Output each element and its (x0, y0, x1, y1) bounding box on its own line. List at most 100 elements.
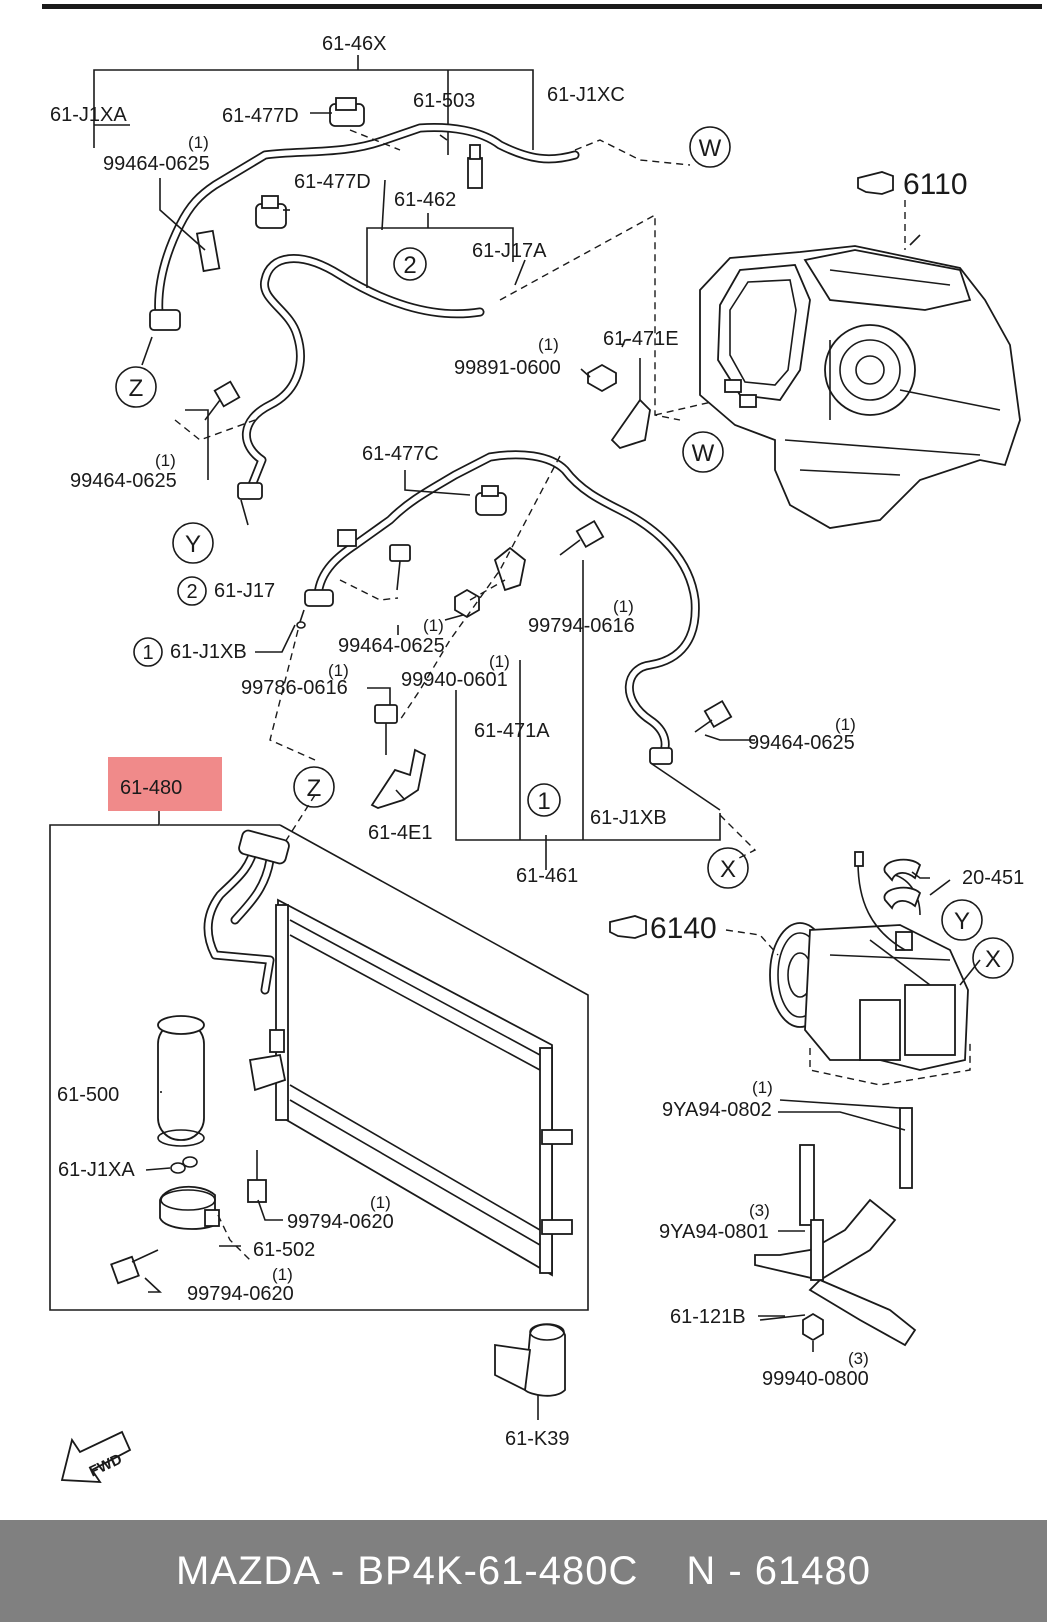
reference-markers: W W Z Z Y Y X X (115, 126, 1014, 979)
fwd-arrow-icon: FWD (60, 1430, 132, 1483)
label-qty: (1) (188, 133, 209, 152)
svg-text:2: 2 (186, 581, 197, 603)
label-61-461: 61-461 (516, 865, 578, 887)
highlight-480 (108, 757, 222, 811)
label-99464-0625: 99464-0625 (338, 635, 445, 657)
ref-z-lower: Z (293, 766, 335, 808)
label-61-500: 61-500 (57, 1084, 119, 1106)
svg-text:Y: Y (185, 531, 201, 558)
bracket-471e (587, 358, 651, 450)
label-61-480: 61-480 (120, 777, 182, 799)
footer-make-part: MAZDA - BP4K-61-480C (175, 1548, 639, 1593)
label-61-k39: 61-K39 (505, 1428, 570, 1450)
label-99794-0616: 99794-0616 (528, 615, 635, 637)
svg-text:Z: Z (307, 775, 322, 802)
label-99464-0625: 99464-0625 (748, 732, 855, 754)
svg-text:Z: Z (129, 375, 144, 402)
sensor-k39 (494, 1323, 566, 1420)
label-9ya94-0801: 9YA94-0801 (659, 1221, 769, 1243)
label-6110: 6110 (903, 168, 968, 201)
label-qty: (1) (370, 1193, 391, 1212)
label-qty: (1) (752, 1078, 773, 1097)
label-61-471a: 61-471A (474, 720, 550, 742)
label-61-462: 61-462 (394, 189, 456, 211)
label-qty: (1) (423, 616, 444, 635)
pointer-icon-6110 (857, 171, 894, 195)
label-61-471e: 61-471E (603, 328, 679, 350)
label-61-j1xb: 61-J1XB (590, 807, 667, 829)
parts-diagram: FWD W W (42, 4, 1042, 1483)
pointer-icon-6140 (609, 915, 647, 939)
label-61-j1xc: 61-J1XC (547, 84, 625, 106)
ref-x-middle: X (707, 847, 749, 889)
label-9ya94-0802: 9YA94-0802 (662, 1099, 772, 1121)
label-qty: (1) (489, 652, 510, 671)
label-61-477d: 61-477D (222, 105, 299, 127)
label-61-4e1: 61-4E1 (368, 822, 433, 844)
footer-text: MAZDA - BP4K-61-480C N - 61480 (176, 1549, 871, 1594)
pipe-assembly-461 (296, 450, 733, 870)
label-61-477c: 61-477C (362, 443, 439, 465)
label-qty: (3) (848, 1349, 869, 1368)
label-61-j17a: 61-J17A (472, 240, 547, 262)
label-6140: 6140 (650, 912, 717, 945)
label-61-503: 61-503 (413, 90, 475, 112)
compressor-6140 (725, 851, 981, 1086)
part-number-footer: MAZDA - BP4K-61-480C N - 61480 (0, 1520, 1047, 1622)
label-99794-0620: 99794-0620 (187, 1283, 294, 1305)
svg-text:1: 1 (142, 642, 153, 664)
svg-text:W: W (692, 440, 715, 467)
svg-text:W: W (699, 135, 722, 162)
clip-477d-lower (255, 195, 287, 229)
label-99940-0800: 99940-0800 (762, 1368, 869, 1390)
svg-text:X: X (985, 946, 1001, 973)
label-qty: (1) (613, 597, 634, 616)
ref-z-upper: Z (115, 366, 157, 408)
label-61-j1xa: 61-J1XA (50, 104, 127, 126)
label-61-j1xb: 61-J1XB (170, 641, 247, 663)
ref-y-compressor: Y (941, 899, 983, 941)
label-qty: (1) (155, 451, 176, 470)
part-labels: 61-46X 61-J1XA 61-477D 61-503 61-J1XC (1… (50, 33, 1024, 1450)
label-99786-0616: 99786-0616 (241, 677, 348, 699)
footer-code: N - 61480 (686, 1548, 872, 1593)
label-qty: (3) (749, 1201, 770, 1220)
bolt-99464-a (204, 380, 241, 421)
leader-lines (94, 112, 930, 1352)
ref-w-upper: W (689, 126, 731, 168)
label-99794-0620: 99794-0620 (287, 1211, 394, 1233)
label-99464-0625: 99464-0625 (70, 470, 177, 492)
label-qty: (1) (272, 1265, 293, 1284)
label-61-46x: 61-46X (322, 33, 387, 55)
label-61-477d: 61-477D (294, 171, 371, 193)
pipe-assembly-46x (93, 55, 580, 331)
label-61-121b: 61-121B (670, 1306, 746, 1328)
ref-1-bracket: 1 (527, 783, 561, 817)
svg-text:Y: Y (954, 908, 970, 935)
label-99464-0625: 99464-0625 (103, 153, 210, 175)
top-rule (42, 4, 1042, 9)
label-20-451: 20-451 (962, 867, 1024, 889)
ref-1-middle: 1 (133, 637, 163, 667)
ref-w-lower: W (682, 431, 724, 473)
label-qty: (1) (835, 715, 856, 734)
label-61-502: 61-502 (253, 1239, 315, 1261)
dashed-leaders-upper (141, 129, 721, 526)
label-61-j1xa: 61-J1XA (58, 1159, 135, 1181)
label-61-j17: 61-J17 (214, 580, 275, 602)
ref-2-upper: 2 (393, 247, 427, 281)
condenser-assembly-480 (49, 810, 589, 1311)
heater-unit-6110 (699, 200, 1021, 529)
label-99940-0601: 99940-0601 (401, 669, 508, 691)
svg-text:2: 2 (403, 252, 416, 279)
label-99891-0600: 99891-0600 (454, 357, 561, 379)
clip-477d-upper (329, 97, 365, 127)
ref-x-compressor: X (972, 937, 1014, 979)
label-qty: (1) (328, 661, 349, 680)
label-qty: (1) (538, 335, 559, 354)
ref-y-middle: Y (172, 522, 214, 564)
pipe-462 (237, 213, 514, 500)
ref-2-lower: 2 (177, 576, 207, 606)
svg-text:X: X (720, 856, 736, 883)
svg-text:1: 1 (537, 788, 550, 815)
